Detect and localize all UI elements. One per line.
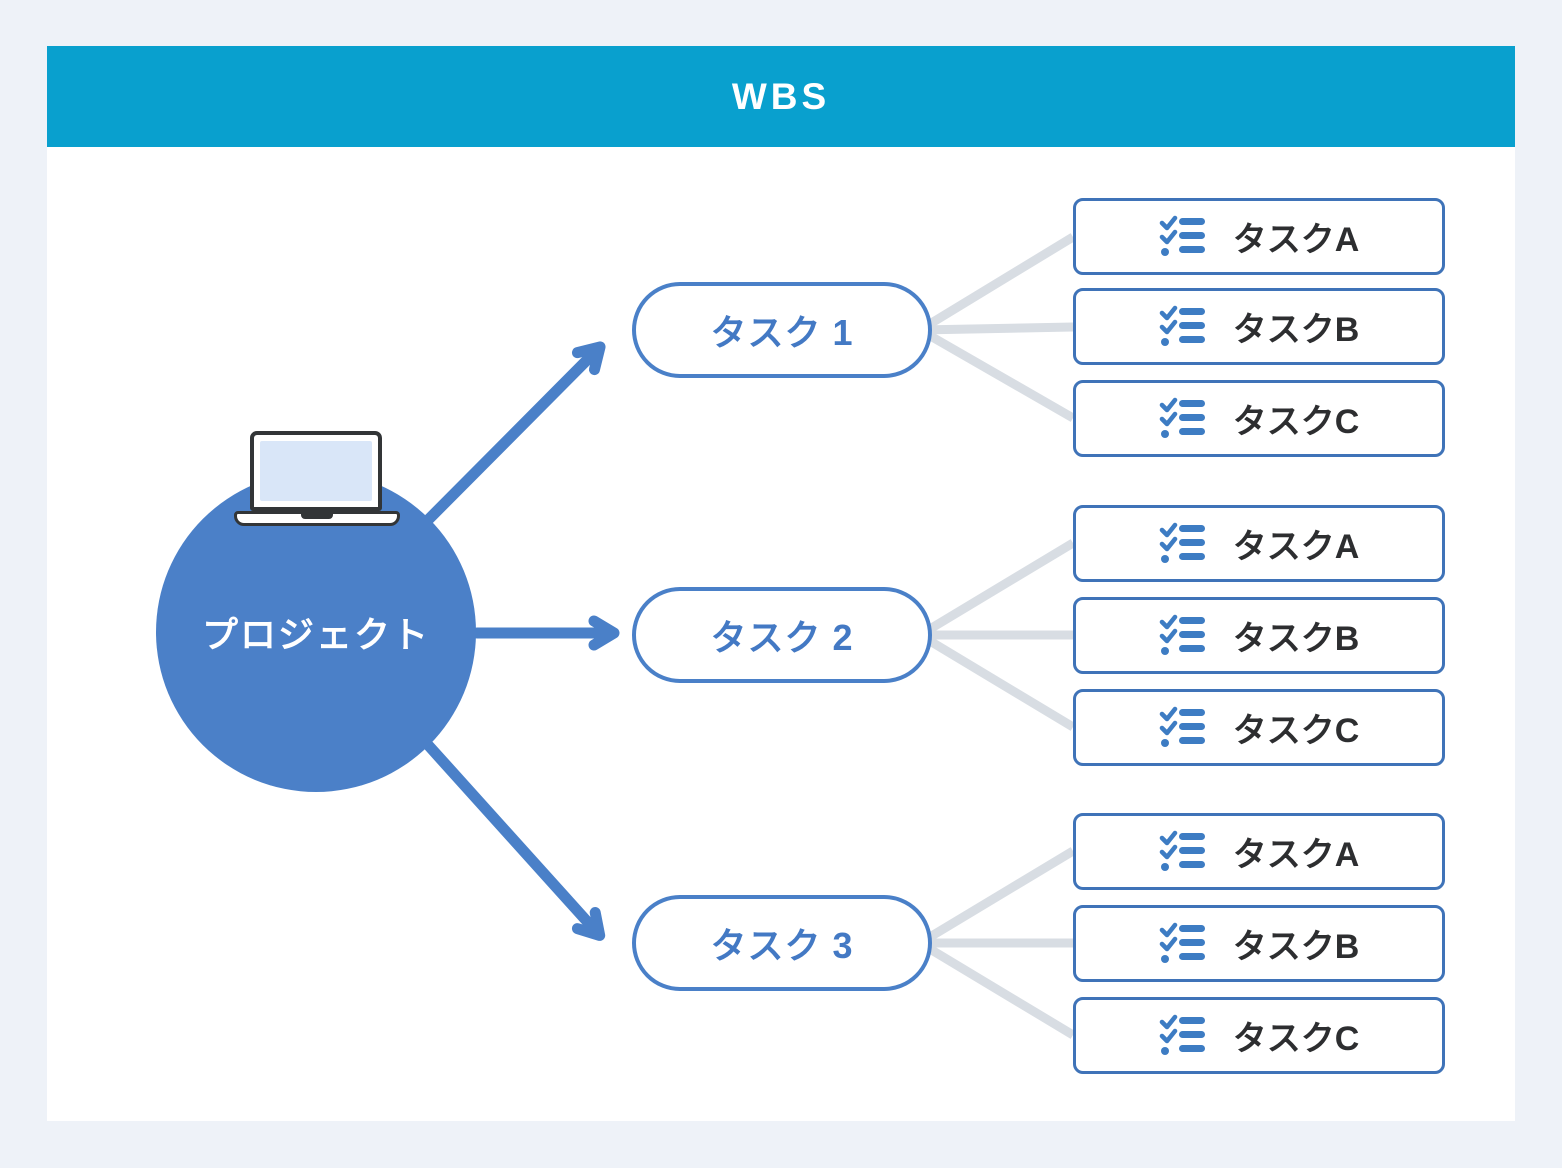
subtask-label: タスクA <box>1232 221 1360 259</box>
subtask-box-1b: タスクB <box>1073 288 1445 365</box>
subtask-label: タスクA <box>1232 528 1360 566</box>
page-title: WBS <box>731 75 831 117</box>
checklist-icon <box>1159 830 1205 871</box>
subtask-box-2a: タスクA <box>1073 505 1445 582</box>
task-pill-label: タスク 3 <box>710 925 854 966</box>
subtask-label: タスクC <box>1232 712 1360 750</box>
subtask-box-1a: タスクA <box>1073 198 1445 275</box>
subtask-box-1c: タスクC <box>1073 380 1445 457</box>
laptop-base <box>234 511 400 526</box>
subtask-box-2c: タスクC <box>1073 689 1445 766</box>
subtask-label: タスクB <box>1232 311 1360 349</box>
subtask-label: タスクC <box>1232 403 1360 441</box>
checklist-icon <box>1159 397 1205 438</box>
checklist-icon <box>1159 305 1205 346</box>
subtask-box-2b: タスクB <box>1073 597 1445 674</box>
checklist-icon <box>1159 922 1205 963</box>
task-pill-label: タスク 2 <box>710 617 854 658</box>
subtask-label: タスクA <box>1232 836 1360 874</box>
subtask-label: タスクC <box>1232 1020 1360 1058</box>
checklist-icon <box>1159 215 1205 256</box>
task-pill-1: タスク 1 <box>632 282 932 378</box>
project-label: プロジェクト <box>201 614 430 655</box>
checklist-icon <box>1159 1014 1205 1055</box>
laptop-display <box>260 441 372 501</box>
task-pill-label: タスク 1 <box>710 312 854 353</box>
subtask-label: タスクB <box>1232 928 1360 966</box>
header-bar: WBS <box>47 46 1515 147</box>
subtask-box-3c: タスクC <box>1073 997 1445 1074</box>
laptop-screen <box>250 431 382 511</box>
subtask-box-3a: タスクA <box>1073 813 1445 890</box>
subtask-box-3b: タスクB <box>1073 905 1445 982</box>
task-pill-3: タスク 3 <box>632 895 932 991</box>
subtask-label: タスクB <box>1232 620 1360 658</box>
checklist-icon <box>1159 706 1205 747</box>
project-node: プロジェクト <box>156 472 476 792</box>
task-pill-2: タスク 2 <box>632 587 932 683</box>
checklist-icon <box>1159 522 1205 563</box>
laptop-notch <box>301 514 333 519</box>
checklist-icon <box>1159 614 1205 655</box>
